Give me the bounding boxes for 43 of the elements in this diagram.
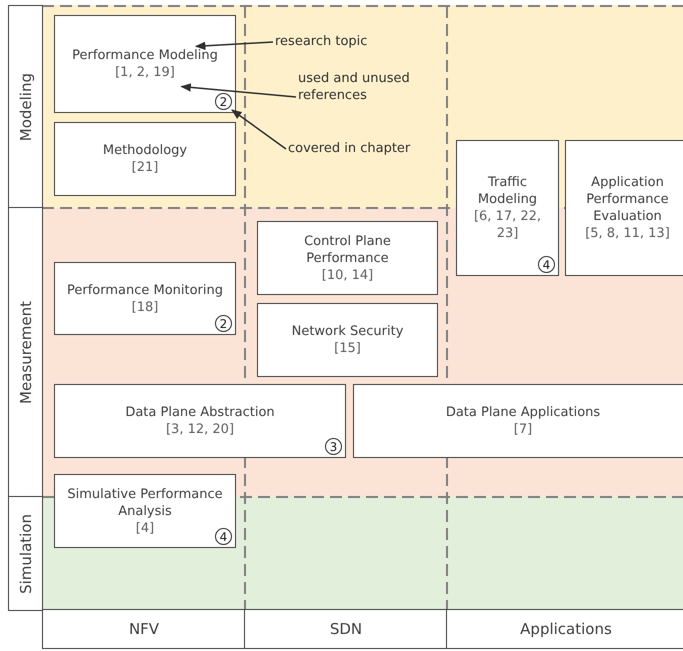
topic-title: Simulative Performance Analysis: [66, 486, 224, 520]
topic-title: Data Plane Applications: [446, 404, 600, 421]
reference-list: [10, 14]: [322, 266, 374, 284]
row-header: [8, 207, 43, 498]
column-header-text: Applications: [520, 620, 612, 638]
topic-title: Traffic Modeling: [476, 174, 538, 208]
row-header: [8, 5, 43, 209]
reference-list: [21]: [132, 159, 158, 176]
chapter-number: 4: [215, 528, 232, 545]
topic-title: Network Security: [292, 323, 404, 340]
row-header-text: Modeling: [16, 72, 34, 142]
row-header-text: Measurement: [16, 301, 34, 404]
annotation-text: used and unused references: [298, 70, 428, 106]
column-header-text: NFV: [128, 620, 160, 638]
annotation-text: research topic: [275, 33, 415, 51]
annotation-text: covered in chapter: [288, 140, 438, 158]
reference-list: [4]: [136, 520, 154, 536]
reference-list: [6, 17, 22, 23]: [463, 208, 552, 242]
leader-arrow: [231, 109, 286, 150]
reference-list: [7]: [514, 421, 532, 438]
column-header-text: SDN: [330, 620, 362, 638]
row-header: [8, 496, 43, 611]
topic-title: Application Performance Evaluation: [585, 174, 670, 225]
leader-arrow: [180, 83, 296, 98]
reference-list: [3, 12, 20]: [166, 421, 234, 438]
topic-title: Performance Modeling: [72, 47, 218, 64]
reference-list: [18]: [132, 298, 158, 316]
reference-list: [5, 8, 11, 13]: [585, 225, 670, 242]
topic-title: Performance Monitoring: [66, 282, 224, 298]
chapter-number: 3: [325, 438, 342, 455]
reference-list: [1, 2, 19]: [115, 64, 175, 81]
column-header: [42, 609, 246, 649]
topic-title: Data Plane Abstraction: [125, 404, 275, 421]
topic-title: Control Plane Performance: [303, 232, 392, 266]
chapter-number: 2: [215, 93, 232, 110]
chapter-number: 2: [215, 315, 232, 332]
leader-arrow: [194, 41, 274, 50]
column-header: [446, 609, 683, 649]
reference-list: [15]: [334, 340, 361, 357]
topic-title: Methodology: [102, 142, 188, 159]
column-header: [244, 609, 448, 649]
row-header-text: Simulation: [16, 514, 34, 594]
chapter-number: 4: [538, 256, 555, 273]
